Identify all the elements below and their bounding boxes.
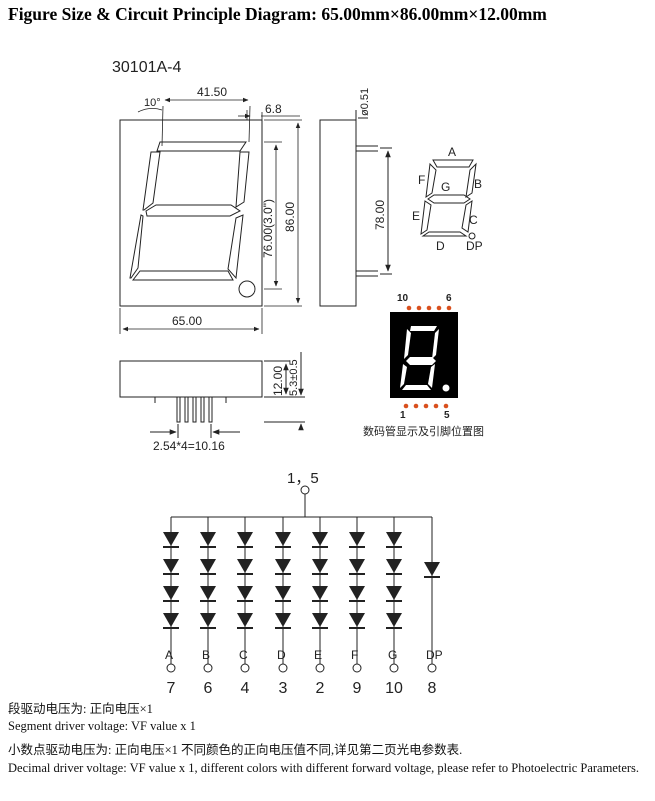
segment-name-label: DP [426, 648, 443, 662]
seg-label-c: C [469, 213, 478, 227]
diode-symbol [237, 586, 253, 600]
seg-label-g: G [441, 180, 450, 194]
segment-pin-number: 8 [428, 680, 437, 697]
segment-pin-node [315, 663, 325, 673]
dim-pin-diameter: ø0.51 [359, 88, 371, 116]
diode-symbol [386, 613, 402, 627]
side-view [319, 110, 392, 307]
segment-pin-node [427, 663, 437, 673]
seg-label-b: B [474, 177, 482, 191]
diode-symbol [200, 559, 216, 573]
dim-width: 65.00 [172, 314, 202, 328]
seg-label-a: A [448, 145, 456, 159]
segment-pin-number: 4 [241, 680, 250, 697]
diode-symbol [200, 613, 216, 627]
pin-label-5: 5 [444, 410, 450, 421]
diode-symbol [312, 532, 328, 546]
diode-symbol [163, 559, 179, 573]
diode-symbol [275, 586, 291, 600]
segment-pin-number: 3 [279, 680, 288, 697]
pin-label-10: 10 [397, 293, 409, 304]
pin-label-6: 6 [446, 293, 452, 304]
dim-pin-pitch: 2.54*4=10.16 [153, 439, 225, 453]
segment-pin-node [389, 663, 399, 673]
segment-name-label: G [388, 648, 397, 662]
segment-pin-number: 2 [316, 680, 325, 697]
diode-symbol [237, 559, 253, 573]
diode-symbol [163, 532, 179, 546]
dim-digit-height: 76.00(3.0") [261, 199, 275, 258]
segment-name-label: C [239, 648, 248, 662]
diode-symbol [163, 613, 179, 627]
diode-symbol [163, 586, 179, 600]
diode-symbol [237, 532, 253, 546]
segment-name-label: D [277, 648, 286, 662]
diode-symbol [275, 613, 291, 627]
diode-symbol [275, 559, 291, 573]
front-view [119, 119, 263, 307]
dim-height: 86.00 [283, 202, 297, 232]
segment-map [420, 159, 477, 240]
note-decimal-voltage-cn: 小数点驱动电压为: 正向电压×1 不同颜色的正向电压值不同,详见第二页光电参数表… [8, 743, 463, 757]
diode-symbol [312, 559, 328, 573]
diode-symbol [349, 613, 365, 627]
model-label: 30101A-4 [112, 59, 181, 76]
dim-pin-span: 78.00 [373, 200, 387, 230]
seg-label-f: F [418, 173, 425, 187]
segment-pin-number: 10 [385, 680, 403, 697]
common-pin-label: 1，5 [287, 470, 319, 487]
segment-name-label: B [202, 648, 210, 662]
segment-name-label: A [165, 648, 173, 662]
segment-pin-node [240, 663, 250, 673]
dim-offset: 6.8 [265, 102, 282, 116]
diode-symbol [424, 562, 440, 576]
segment-pin-number: 7 [167, 680, 176, 697]
page-title: Figure Size & Circuit Principle Diagram:… [8, 4, 547, 24]
seg-label-dp: DP [466, 239, 483, 253]
bottom-view [119, 352, 305, 438]
front-dimensions [119, 97, 302, 334]
diode-symbol [349, 586, 365, 600]
diode-symbol [349, 532, 365, 546]
diode-symbol [275, 532, 291, 546]
diode-symbol [312, 586, 328, 600]
pin-label-1: 1 [400, 410, 406, 421]
display-preview [390, 312, 458, 398]
dim-thickness: 12.00 [271, 366, 285, 396]
seg-label-d: D [436, 239, 445, 253]
segment-pin-node [203, 663, 213, 673]
diode-symbol [386, 586, 402, 600]
circuit-diagram: 1，5 A 7 B 6 C 4 D 3 E 2 F 9 G 10 DP 8 [163, 470, 443, 697]
diode-symbol [200, 532, 216, 546]
segment-pin-number: 6 [204, 680, 213, 697]
common-pin-node [300, 485, 310, 495]
diode-symbol [237, 613, 253, 627]
pin-dots-top [406, 305, 452, 311]
segment-name-label: F [351, 648, 358, 662]
note-decimal-voltage-en: Decimal driver voltage: VF value x 1, di… [8, 761, 640, 775]
dim-top-width: 41.50 [197, 85, 227, 99]
dim-angle: 10° [144, 97, 161, 109]
pin-dots-bottom [403, 403, 449, 409]
segment-pin-node [278, 663, 288, 673]
pin-preview-caption: 数码管显示及引脚位置图 [363, 424, 484, 438]
diode-symbol [386, 559, 402, 573]
diode-symbol [349, 559, 365, 573]
note-segment-voltage-cn: 段驱动电压为: 正向电压×1 [8, 702, 153, 716]
segment-pin-number: 9 [353, 680, 362, 697]
diode-symbol [200, 586, 216, 600]
diode-symbol [312, 613, 328, 627]
segment-pin-node [352, 663, 362, 673]
segment-name-label: E [314, 648, 322, 662]
dim-pin-length: 5.3±0.5 [288, 359, 300, 396]
segment-pin-node [166, 663, 176, 673]
seg-label-e: E [412, 209, 420, 223]
diode-symbol [386, 532, 402, 546]
note-segment-voltage-en: Segment driver voltage: VF value x 1 [8, 719, 196, 733]
